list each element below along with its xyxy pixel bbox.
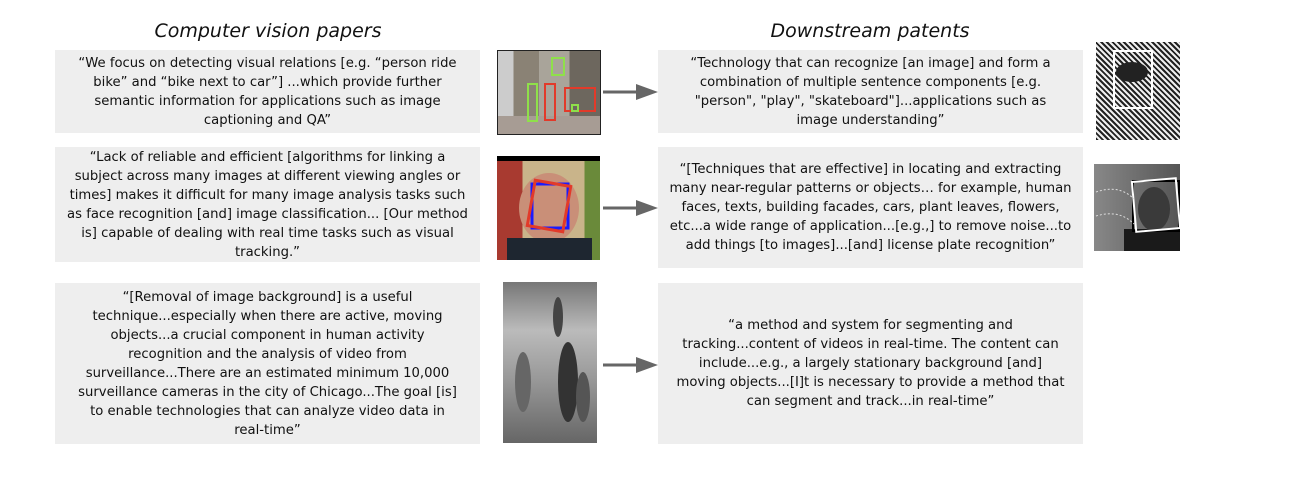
arrow-right-icon [603, 200, 658, 216]
paper-quote-2: “Lack of reliable and efficient [algorit… [55, 147, 480, 262]
paper-quote-1: “We focus on detecting visual relations … [55, 50, 480, 133]
patent-quote-3: “a method and system for segmenting and … [658, 283, 1083, 444]
halftone-skateboard-image [1096, 42, 1180, 140]
patents-column-title: Downstream patents [770, 20, 970, 42]
street-scene-image [497, 50, 601, 135]
paper-quote-3: “[Removal of image background] is a usef… [55, 283, 480, 444]
surveillance-video-image [503, 282, 597, 443]
face-detection-image [1094, 164, 1180, 251]
papers-column-title: Computer vision papers [154, 20, 382, 42]
arrow-right-icon [603, 84, 658, 100]
patent-quote-2: “[Techniques that are effective] in loca… [658, 147, 1083, 268]
arrow-right-icon [603, 357, 658, 373]
patent-quote-1: “Technology that can recognize [an image… [658, 50, 1083, 133]
face-tracking-image [497, 156, 600, 260]
